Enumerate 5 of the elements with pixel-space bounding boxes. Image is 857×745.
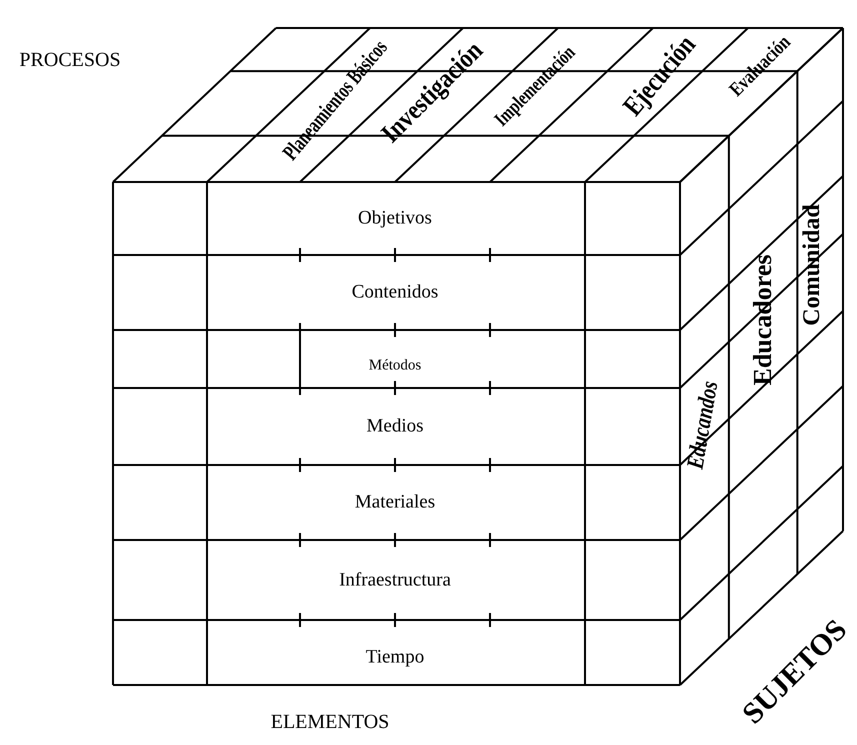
subject-label: Comunidad [800, 204, 824, 326]
axis-title: PROCESOS [19, 50, 121, 70]
subject-label: Educandos [684, 379, 722, 471]
axis-title: ELEMENTOS [270, 712, 390, 732]
subject-label: Educadores [750, 254, 776, 386]
